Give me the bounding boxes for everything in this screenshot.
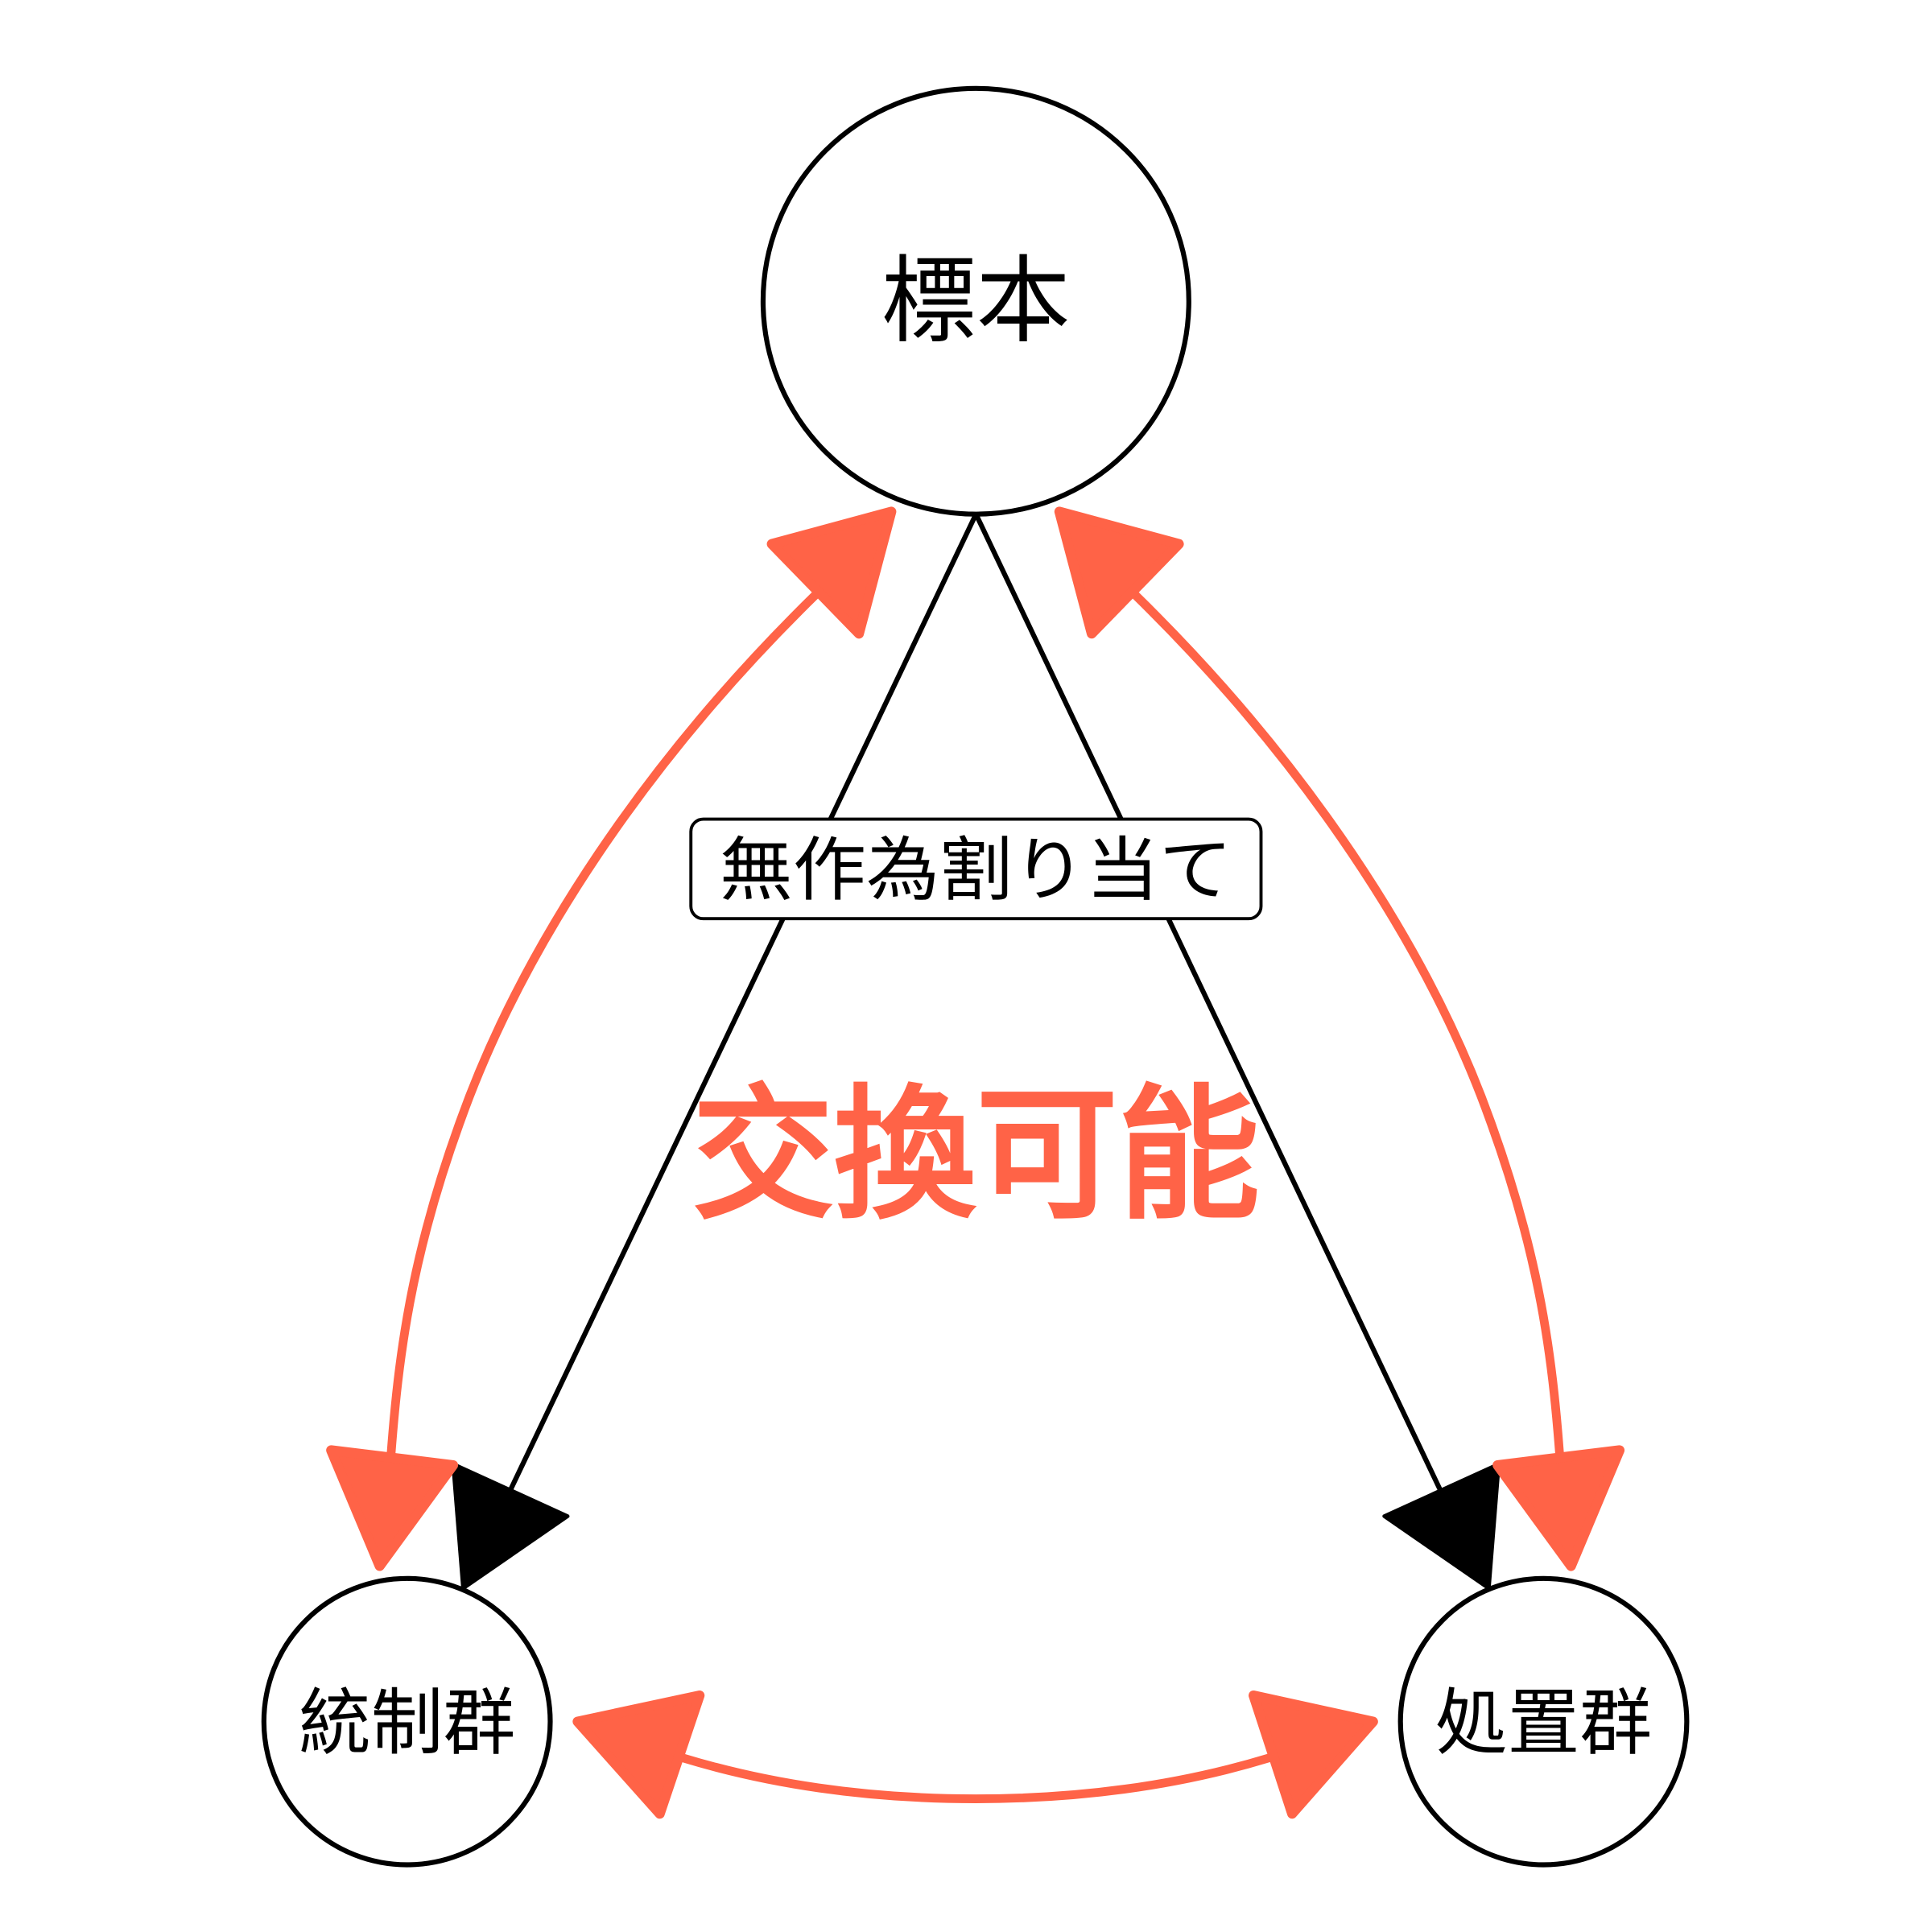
- node-control: 統制群: [261, 1575, 553, 1868]
- node-control-label: 統制群: [299, 1682, 515, 1765]
- node-treatment: 処置群: [1397, 1575, 1690, 1868]
- arrowhead-left-bottom: [326, 1445, 459, 1571]
- exchange-curve-right: [1132, 592, 1565, 1457]
- edge-sample-to-treatment: [973, 513, 1443, 1492]
- node-sample-label: 標本: [881, 246, 1071, 356]
- arrowhead-bottom-left: [572, 1690, 705, 1819]
- edge-sample-to-control: [508, 513, 979, 1492]
- exchangeable-annotation: 交換可能: [692, 1071, 1260, 1240]
- arrowhead-right-bottom: [1492, 1445, 1625, 1571]
- arrowhead-treatment: [1382, 1462, 1501, 1591]
- exchange-curve-left: [386, 592, 819, 1457]
- arrowhead-control: [451, 1462, 570, 1591]
- arrowhead-bottom-right: [1249, 1690, 1378, 1819]
- node-sample: 標本: [760, 85, 1191, 517]
- exchange-curve-bottom: [680, 1753, 1271, 1803]
- node-treatment-label: 処置群: [1435, 1682, 1652, 1765]
- arrowhead-right-top: [1054, 506, 1184, 639]
- edge-label-box: 無作為割り当て: [689, 817, 1263, 921]
- arrowhead-left-top: [766, 506, 897, 639]
- edge-label-text: 無作為割り当て: [720, 830, 1232, 910]
